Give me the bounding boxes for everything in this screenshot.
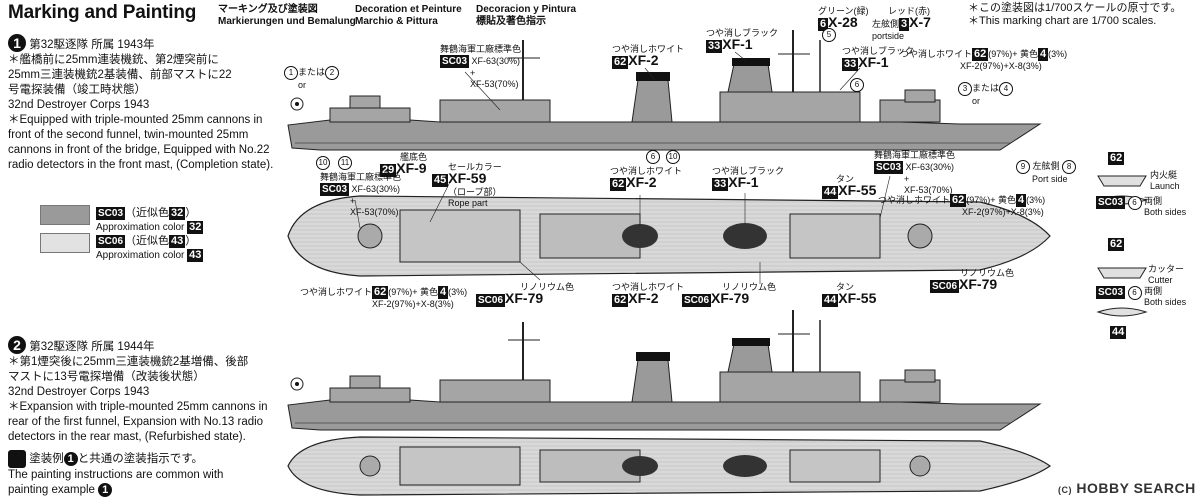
swatch-sc06 [40, 233, 90, 253]
example2-number: 2 [8, 336, 26, 354]
watermark: (C) HOBBY SEARCH [1058, 480, 1196, 496]
marker-10-lower: 10 [666, 150, 680, 164]
side-profile-1 [287, 30, 1042, 151]
page-title: Marking and Painting [8, 2, 197, 23]
marker-6: 6 [850, 78, 864, 92]
marker-5: 5 [822, 28, 836, 42]
callout-sc03-right: 舞鶴海軍工廠標準色 SC03 XF-63(30%) + XF-53(70%) [874, 150, 956, 195]
example1-text: 1 第32駆逐隊 所属 1943年 ＊艦橋前に25mm連装機銃、第2煙突前に 2… [8, 34, 274, 171]
example2-text: 2 第32駆逐隊 所属 1944年 ＊第1煙突後に25mm三連装機銃2基増備、後… [8, 336, 268, 443]
callout-sc03-top-view: 舞鶴海軍工廠標準色 SC03 XF-63(30%) + XF-53(70%) [320, 172, 402, 217]
marker-6-lower: 6 [646, 150, 660, 164]
scale-note: ＊この塗装図は1/700スケールの原寸です。 ＊This marking cha… [968, 2, 1182, 27]
example1-number: 1 [8, 34, 26, 52]
side-profile-2 [287, 310, 1042, 431]
swatch-sc03 [40, 205, 90, 225]
brush-icon [8, 450, 26, 468]
boat-launch-code: 62 [1108, 152, 1125, 165]
boat-cutter-code: 44 [1110, 326, 1127, 339]
top-view-2 [287, 436, 1052, 496]
callout-port-side: 9 左舷側 8 Port side [1016, 160, 1077, 185]
marker-10: 10 [316, 156, 330, 170]
leader-lines [354, 51, 891, 284]
boat-launch-code-2: 62 [1108, 238, 1125, 251]
top-view-1 [287, 195, 1051, 277]
callout-sc03-top: 舞鶴海軍工廠標準色 SC03 XF-63(30%) + XF-53(70%) [440, 44, 522, 89]
marker-11: 11 [338, 156, 352, 170]
